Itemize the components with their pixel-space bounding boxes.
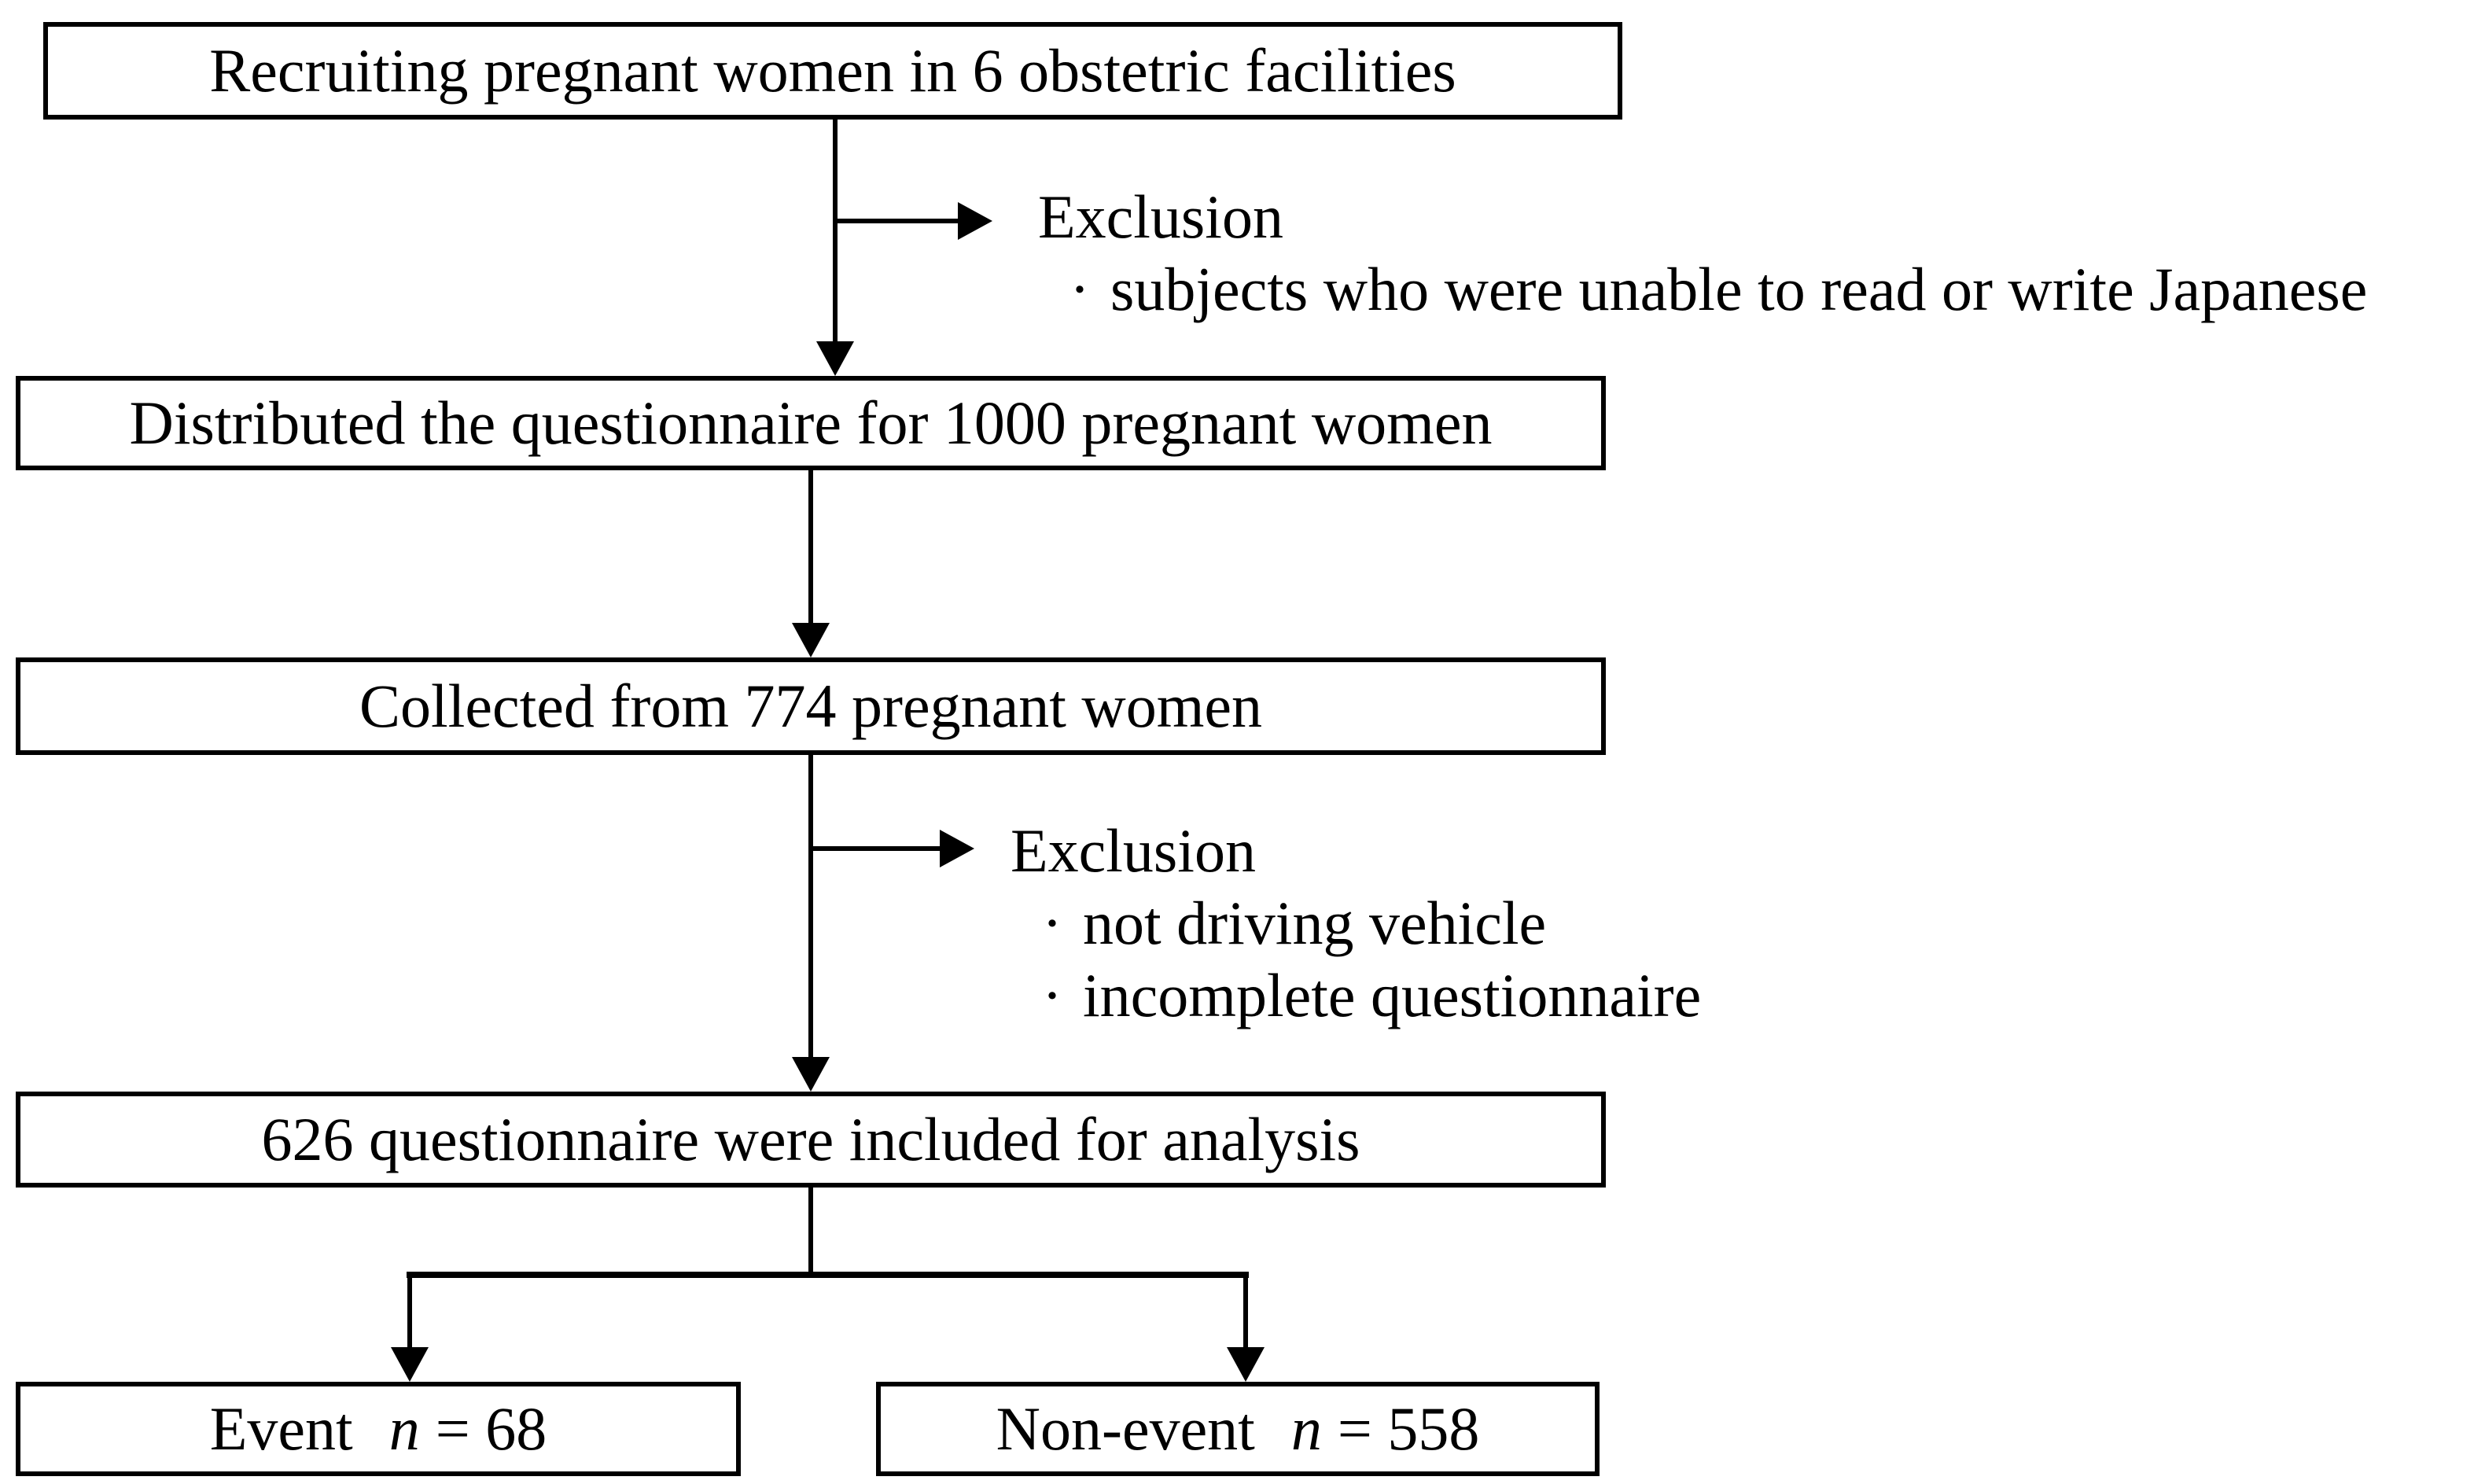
- bullet-icon: ·: [1042, 889, 1062, 957]
- exclusion-note-2: Exclusion · not driving vehicle · incomple…: [1011, 815, 1701, 1032]
- exclusion-note-1: Exclusion · subjects who were unable to r…: [1038, 181, 2367, 326]
- flow-step-distributed: Distributed the questionnaire for 1000 p…: [16, 376, 1606, 470]
- exclusion-item: · incomplete questionnaire: [1011, 959, 1701, 1032]
- exclusion-item: · not driving vehicle: [1011, 887, 1701, 959]
- exclusion-item-text: incomplete questionnaire: [1082, 961, 1702, 1029]
- arrowhead-down-4: [391, 1347, 429, 1382]
- arrowhead-down-5: [1227, 1347, 1265, 1382]
- flow-step-analysis: 626 questionnaire were included for anal…: [16, 1092, 1606, 1188]
- bullet-icon: ·: [1042, 961, 1062, 1029]
- step-label: Recruiting pregnant women in 6 obstetric…: [209, 36, 1456, 105]
- step-label: Collected from 774 pregnant women: [359, 672, 1263, 740]
- outcome-n-variable: n: [388, 1394, 420, 1463]
- outcome-n-value: = 68: [435, 1394, 547, 1463]
- outcome-n-variable: n: [1290, 1394, 1322, 1463]
- exclusion-item: · subjects who were unable to read or wri…: [1038, 253, 2367, 326]
- arrowhead-down-2: [792, 623, 830, 657]
- flow-step-collected: Collected from 774 pregnant women: [16, 657, 1606, 755]
- outcome-n-value: = 558: [1337, 1394, 1480, 1463]
- arrowhead-down-3: [792, 1057, 830, 1092]
- step-label: 626 questionnaire were included for anal…: [261, 1105, 1360, 1173]
- bullet-icon: ·: [1069, 255, 1090, 323]
- step-label: Distributed the questionnaire for 1000 p…: [129, 388, 1493, 457]
- outcome-event-box: Event n = 68: [16, 1382, 741, 1476]
- exclusion-item-text: subjects who were unable to read or writ…: [1110, 255, 2368, 323]
- arrowhead-down-1: [816, 341, 854, 376]
- arrowhead-right-2: [940, 830, 974, 867]
- exclusion-title: Exclusion: [1011, 816, 1256, 885]
- flow-step-recruiting: Recruiting pregnant women in 6 obstetric…: [43, 22, 1622, 120]
- outcome-label: Event: [209, 1394, 353, 1463]
- exclusion-title: Exclusion: [1038, 182, 1283, 251]
- outcome-non-event-box: Non-event n = 558: [876, 1382, 1600, 1476]
- arrowhead-right-1: [958, 202, 992, 240]
- exclusion-item-text: not driving vehicle: [1082, 889, 1547, 957]
- outcome-label: Non-event: [996, 1394, 1255, 1463]
